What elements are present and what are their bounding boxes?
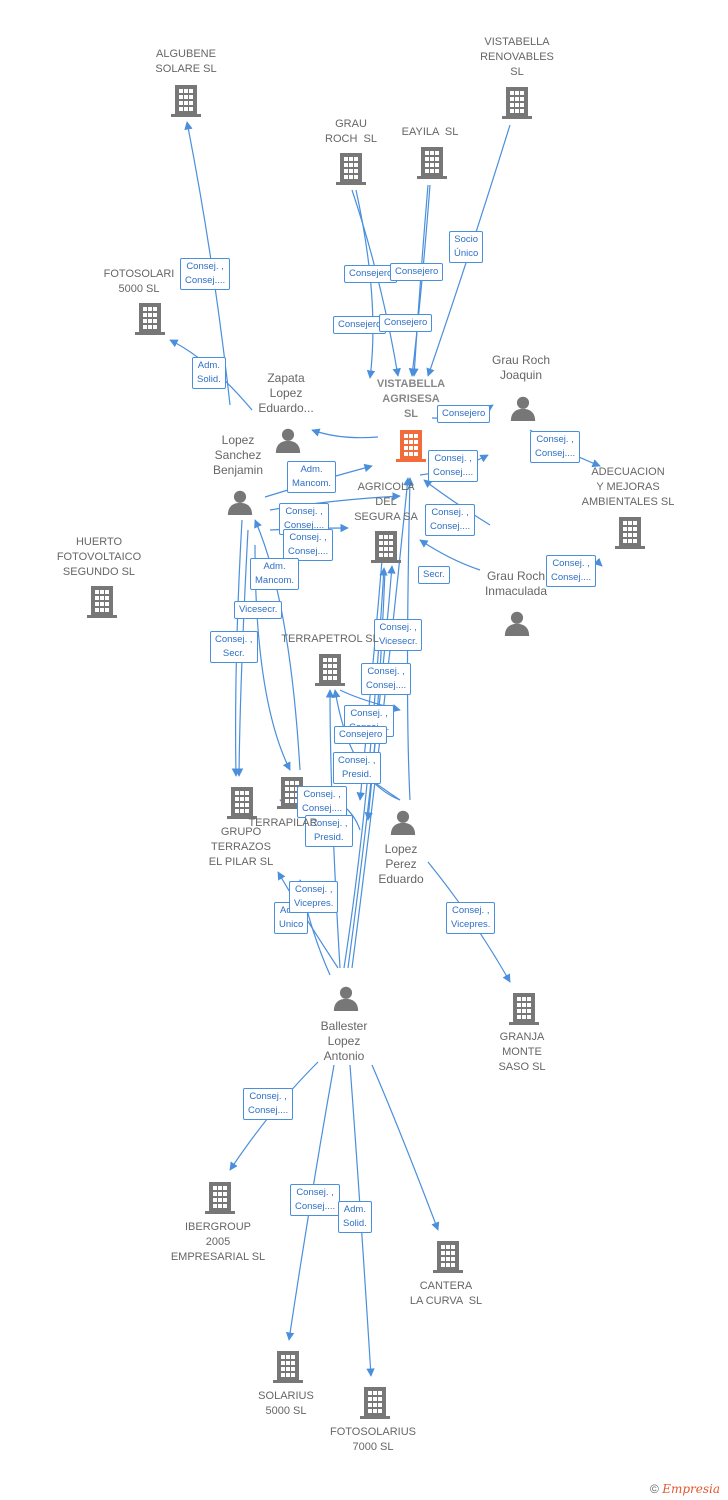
person-icon[interactable] <box>227 490 253 515</box>
person-label-lopez-sanchez[interactable]: Lopez Sanchez Benjamin <box>212 433 264 477</box>
relation-label[interactable]: Consej. , Vicepres. <box>446 902 496 934</box>
relation-edge <box>371 1064 440 1231</box>
relation-edge <box>254 519 301 771</box>
relation-label[interactable]: Consej. , Secr. <box>210 631 258 663</box>
building-icon[interactable] <box>205 1182 235 1214</box>
relation-label[interactable]: Consejero <box>437 405 491 423</box>
person-icon[interactable] <box>390 810 416 835</box>
relation-edge <box>408 184 431 377</box>
relation-label[interactable]: Consej. , Consej.... <box>546 555 597 587</box>
building-icon[interactable] <box>315 654 345 686</box>
relation-label[interactable]: Consejero <box>334 726 388 744</box>
relation-label[interactable]: Consej. , Consej.... <box>297 786 348 818</box>
company-label-vistabella-ren[interactable]: VISTABELLA RENOVABLES SL <box>480 36 554 78</box>
relation-label[interactable]: Consej. , Presid. <box>305 815 353 847</box>
company-label-terrapetrol[interactable]: TERRAPETROL SL <box>281 633 379 645</box>
company-label-ibergroup[interactable]: IBERGROUP 2005 EMPRESARIAL SL <box>170 1221 266 1263</box>
relation-edge <box>355 189 376 379</box>
person-icon[interactable] <box>275 428 301 453</box>
relation-label[interactable]: Consej. , Consej.... <box>290 1184 341 1216</box>
relation-edge <box>419 539 481 571</box>
relation-edge <box>311 428 379 439</box>
copyright-icon: © <box>650 1482 659 1496</box>
company-label-algubene[interactable]: ALGUBENE SOLARE SL <box>155 48 217 75</box>
relation-label[interactable]: Consejero <box>390 263 444 281</box>
company-label-cantera[interactable]: CANTERA LA CURVA SL <box>409 1280 483 1307</box>
relation-label[interactable]: Consej. , Consej.... <box>530 431 581 463</box>
building-icon[interactable] <box>433 1241 463 1273</box>
company-label-adecuacion[interactable]: ADECUACION Y MEJORAS AMBIENTALES SL <box>581 466 675 508</box>
person-icon[interactable] <box>510 396 536 421</box>
company-label-grupo-terrazos[interactable]: GRUPO TERRAZOS EL PILAR SL <box>208 826 274 868</box>
company-label-fotosolarius-7000[interactable]: FOTOSOLARIUS 7000 SL <box>330 1426 416 1453</box>
building-icon[interactable] <box>87 586 117 618</box>
relation-label[interactable]: Consej. , Consej.... <box>180 258 231 290</box>
relation-edge <box>364 569 386 821</box>
building-icon[interactable] <box>273 1351 303 1383</box>
relation-label[interactable]: Consej. , Presid. <box>333 752 381 784</box>
company-label-terrapilar[interactable]: TERRAPILAR <box>248 817 318 829</box>
relation-label[interactable]: Secr. <box>418 566 450 584</box>
person-label-lopez-perez[interactable]: Lopez Perez Eduardo <box>378 842 424 886</box>
building-icon[interactable] <box>509 993 539 1025</box>
building-icon[interactable] <box>360 1387 390 1419</box>
relation-label[interactable]: Consej. , Vicesecr. <box>374 619 423 651</box>
company-label-granja[interactable]: GRANJA MONTE SASO SL <box>498 1031 546 1073</box>
relation-label[interactable]: Adm. Solid. <box>338 1201 372 1233</box>
building-icon[interactable] <box>227 787 257 819</box>
building-icon[interactable] <box>171 85 201 117</box>
company-label-solarius[interactable]: SOLARIUS 5000 SL <box>258 1390 314 1417</box>
relation-label[interactable]: Socio Único <box>449 231 484 263</box>
relation-label[interactable]: Consej. , Consej.... <box>361 663 412 695</box>
relation-edge <box>423 479 491 526</box>
company-label-huerto[interactable]: HUERTO FOTOVOLTAICO SEGUNDO SL <box>56 536 142 578</box>
company-label-vistabella-agr[interactable]: VISTABELLA AGRISESA SL <box>376 378 446 420</box>
relation-label[interactable]: Vicesecr. <box>234 601 283 619</box>
empresia-logo: Empresia <box>662 1482 720 1496</box>
person-label-ballester[interactable]: Ballester Lopez Antonio <box>320 1019 368 1063</box>
person-label-grau-roch-joaquin[interactable]: Grau Roch Joaquin <box>491 353 551 382</box>
company-label-grau-roch-sl[interactable]: GRAU ROCH SL <box>325 118 377 145</box>
building-icon[interactable] <box>502 87 532 119</box>
footer-brand: © Empresia <box>650 1482 720 1496</box>
person-icon[interactable] <box>333 986 359 1011</box>
relation-label[interactable]: Consej. , Consej.... <box>428 450 479 482</box>
person-icon[interactable] <box>504 611 530 636</box>
relation-label[interactable]: Consejero <box>379 314 433 332</box>
building-icon[interactable] <box>417 147 447 179</box>
relation-label[interactable]: Adm. Mancom. <box>250 558 300 590</box>
relation-label[interactable]: Adm. Mancom. <box>287 461 337 493</box>
building-icon[interactable] <box>371 531 401 563</box>
relation-label[interactable]: Consejero <box>333 316 387 334</box>
relation-label[interactable]: Consej. , Consej.... <box>283 529 334 561</box>
relation-label[interactable]: Adm. Solid. <box>192 357 226 389</box>
relation-edge <box>351 189 401 377</box>
company-label-agricola[interactable]: AGRICOLA DEL SEGURA SA <box>354 481 418 523</box>
relation-edge <box>234 529 249 777</box>
relation-label[interactable]: Consej. , Consej.... <box>243 1088 294 1120</box>
company-label-fotosolaris-5000[interactable]: FOTOSOLARI 5000 SL <box>103 268 175 295</box>
relation-label[interactable]: Consej. , Consej.... <box>425 504 476 536</box>
relation-label[interactable]: Consej. , Vicepres. <box>289 881 339 913</box>
person-label-zapata[interactable]: Zapata Lopez Eduardo... <box>258 371 314 415</box>
building-icon[interactable] <box>396 430 426 462</box>
building-icon[interactable] <box>135 303 165 335</box>
person-label-grau-roch-inmaculada[interactable]: Grau Roch Inmaculada <box>484 569 548 598</box>
building-icon[interactable] <box>336 153 366 185</box>
building-icon[interactable] <box>615 517 645 549</box>
company-label-eayila[interactable]: EAYILA SL <box>401 126 459 138</box>
